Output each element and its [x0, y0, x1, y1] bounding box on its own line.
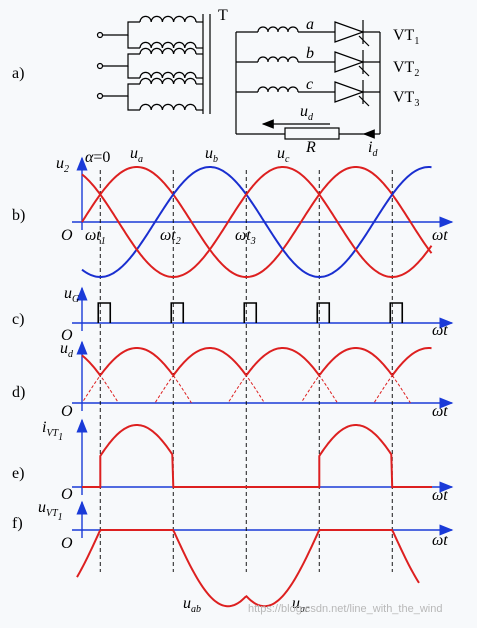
primary-terminal: [96, 92, 104, 100]
ug-axis-label: uG: [64, 285, 79, 305]
omega-t-label-d: ωt: [432, 403, 448, 420]
ud-envelope: [81, 347, 432, 377]
panel-label-c: c): [12, 311, 24, 328]
uac-label: uac: [292, 595, 310, 615]
thyristor-symbol: [334, 50, 380, 77]
id-label: id: [368, 139, 378, 159]
thyristor-gate: [358, 95, 370, 107]
thyristor-body: [334, 81, 365, 103]
origin-label-f: O: [61, 535, 73, 552]
circuit-schematic: [96, 14, 381, 140]
panel-label-a: a): [12, 65, 24, 82]
ub-label: ub: [205, 145, 218, 165]
ud-axis-label: ud: [60, 340, 74, 360]
time-mark-3: ωt3: [235, 227, 256, 247]
primary-coil-upper: [139, 77, 197, 85]
gate-pulse: [316, 302, 331, 323]
thyristor-body: [334, 51, 365, 73]
gate-pulse: [97, 302, 112, 323]
phase-dash-2: [81, 347, 338, 403]
load-label: R: [305, 139, 316, 156]
time-mark-2: ωt2: [160, 227, 181, 247]
origin-label-e: O: [61, 486, 73, 503]
omega-t-label-b: ωt: [432, 227, 448, 244]
ud-circuit-label: ud: [300, 103, 314, 123]
origin-label-b: O: [61, 227, 73, 244]
phase-label-a: a: [306, 16, 314, 33]
secondary-coil: [257, 26, 299, 33]
alpha-label: α=0: [85, 149, 110, 166]
thyristor-label-1: VT1: [393, 27, 419, 47]
phase-dash-1: [155, 347, 432, 403]
ivt-axis-label: iVT1: [42, 419, 63, 443]
panel-label-b: b): [12, 207, 25, 224]
thyristor-label-2: VT2: [393, 59, 419, 79]
ua-label: ua: [130, 145, 143, 165]
ivt1-curve: [82, 424, 432, 488]
uc-label: uc: [277, 145, 290, 165]
origin-label-d: O: [61, 403, 73, 420]
thyristor-body: [334, 21, 365, 43]
primary-terminal: [96, 31, 104, 39]
thyristor-gate: [358, 35, 370, 47]
gate-pulse: [243, 302, 258, 323]
u2-axis-label: u2: [56, 155, 69, 175]
phase-label-b: b: [306, 45, 314, 62]
omega-t-label-c: ωt: [432, 322, 448, 339]
ua-curve: [81, 166, 433, 278]
thyristor-symbol: [334, 20, 380, 47]
primary-coil-lower: [139, 103, 197, 111]
uc-curve: [81, 166, 433, 278]
panel-label-f: f): [12, 515, 23, 532]
phase-label-c: c: [306, 76, 313, 93]
omega-t-label-e: ωt: [432, 487, 448, 504]
transformer-label: T: [218, 7, 228, 24]
uvt-axis-label: uVT1: [38, 499, 63, 523]
primary-coil-upper: [139, 15, 197, 23]
thyristor-gate: [358, 65, 370, 77]
omega-t-label-f: ωt: [432, 532, 448, 549]
gate-pulse: [170, 302, 185, 323]
uab-label: uab: [183, 595, 201, 615]
secondary-coil: [257, 56, 299, 63]
time-mark-1: ωt1: [85, 227, 106, 247]
primary-coil-upper: [139, 47, 197, 55]
primary-coil-lower: [139, 71, 197, 79]
panel-label-e: e): [12, 465, 24, 482]
thyristor-symbol: [334, 80, 380, 107]
uvt1-curve: [76, 529, 420, 608]
secondary-coil: [257, 86, 299, 93]
watermark: https://blog.csdn.net/line_with_the_wind: [248, 603, 442, 615]
thyristor-label-3: VT3: [393, 89, 419, 109]
panel-label-d: d): [12, 384, 25, 401]
origin-label-c: O: [61, 327, 73, 344]
primary-terminal: [96, 62, 104, 70]
primary-coil-lower: [139, 41, 197, 49]
ub-curve: [81, 166, 432, 278]
gate-pulse: [389, 302, 404, 323]
